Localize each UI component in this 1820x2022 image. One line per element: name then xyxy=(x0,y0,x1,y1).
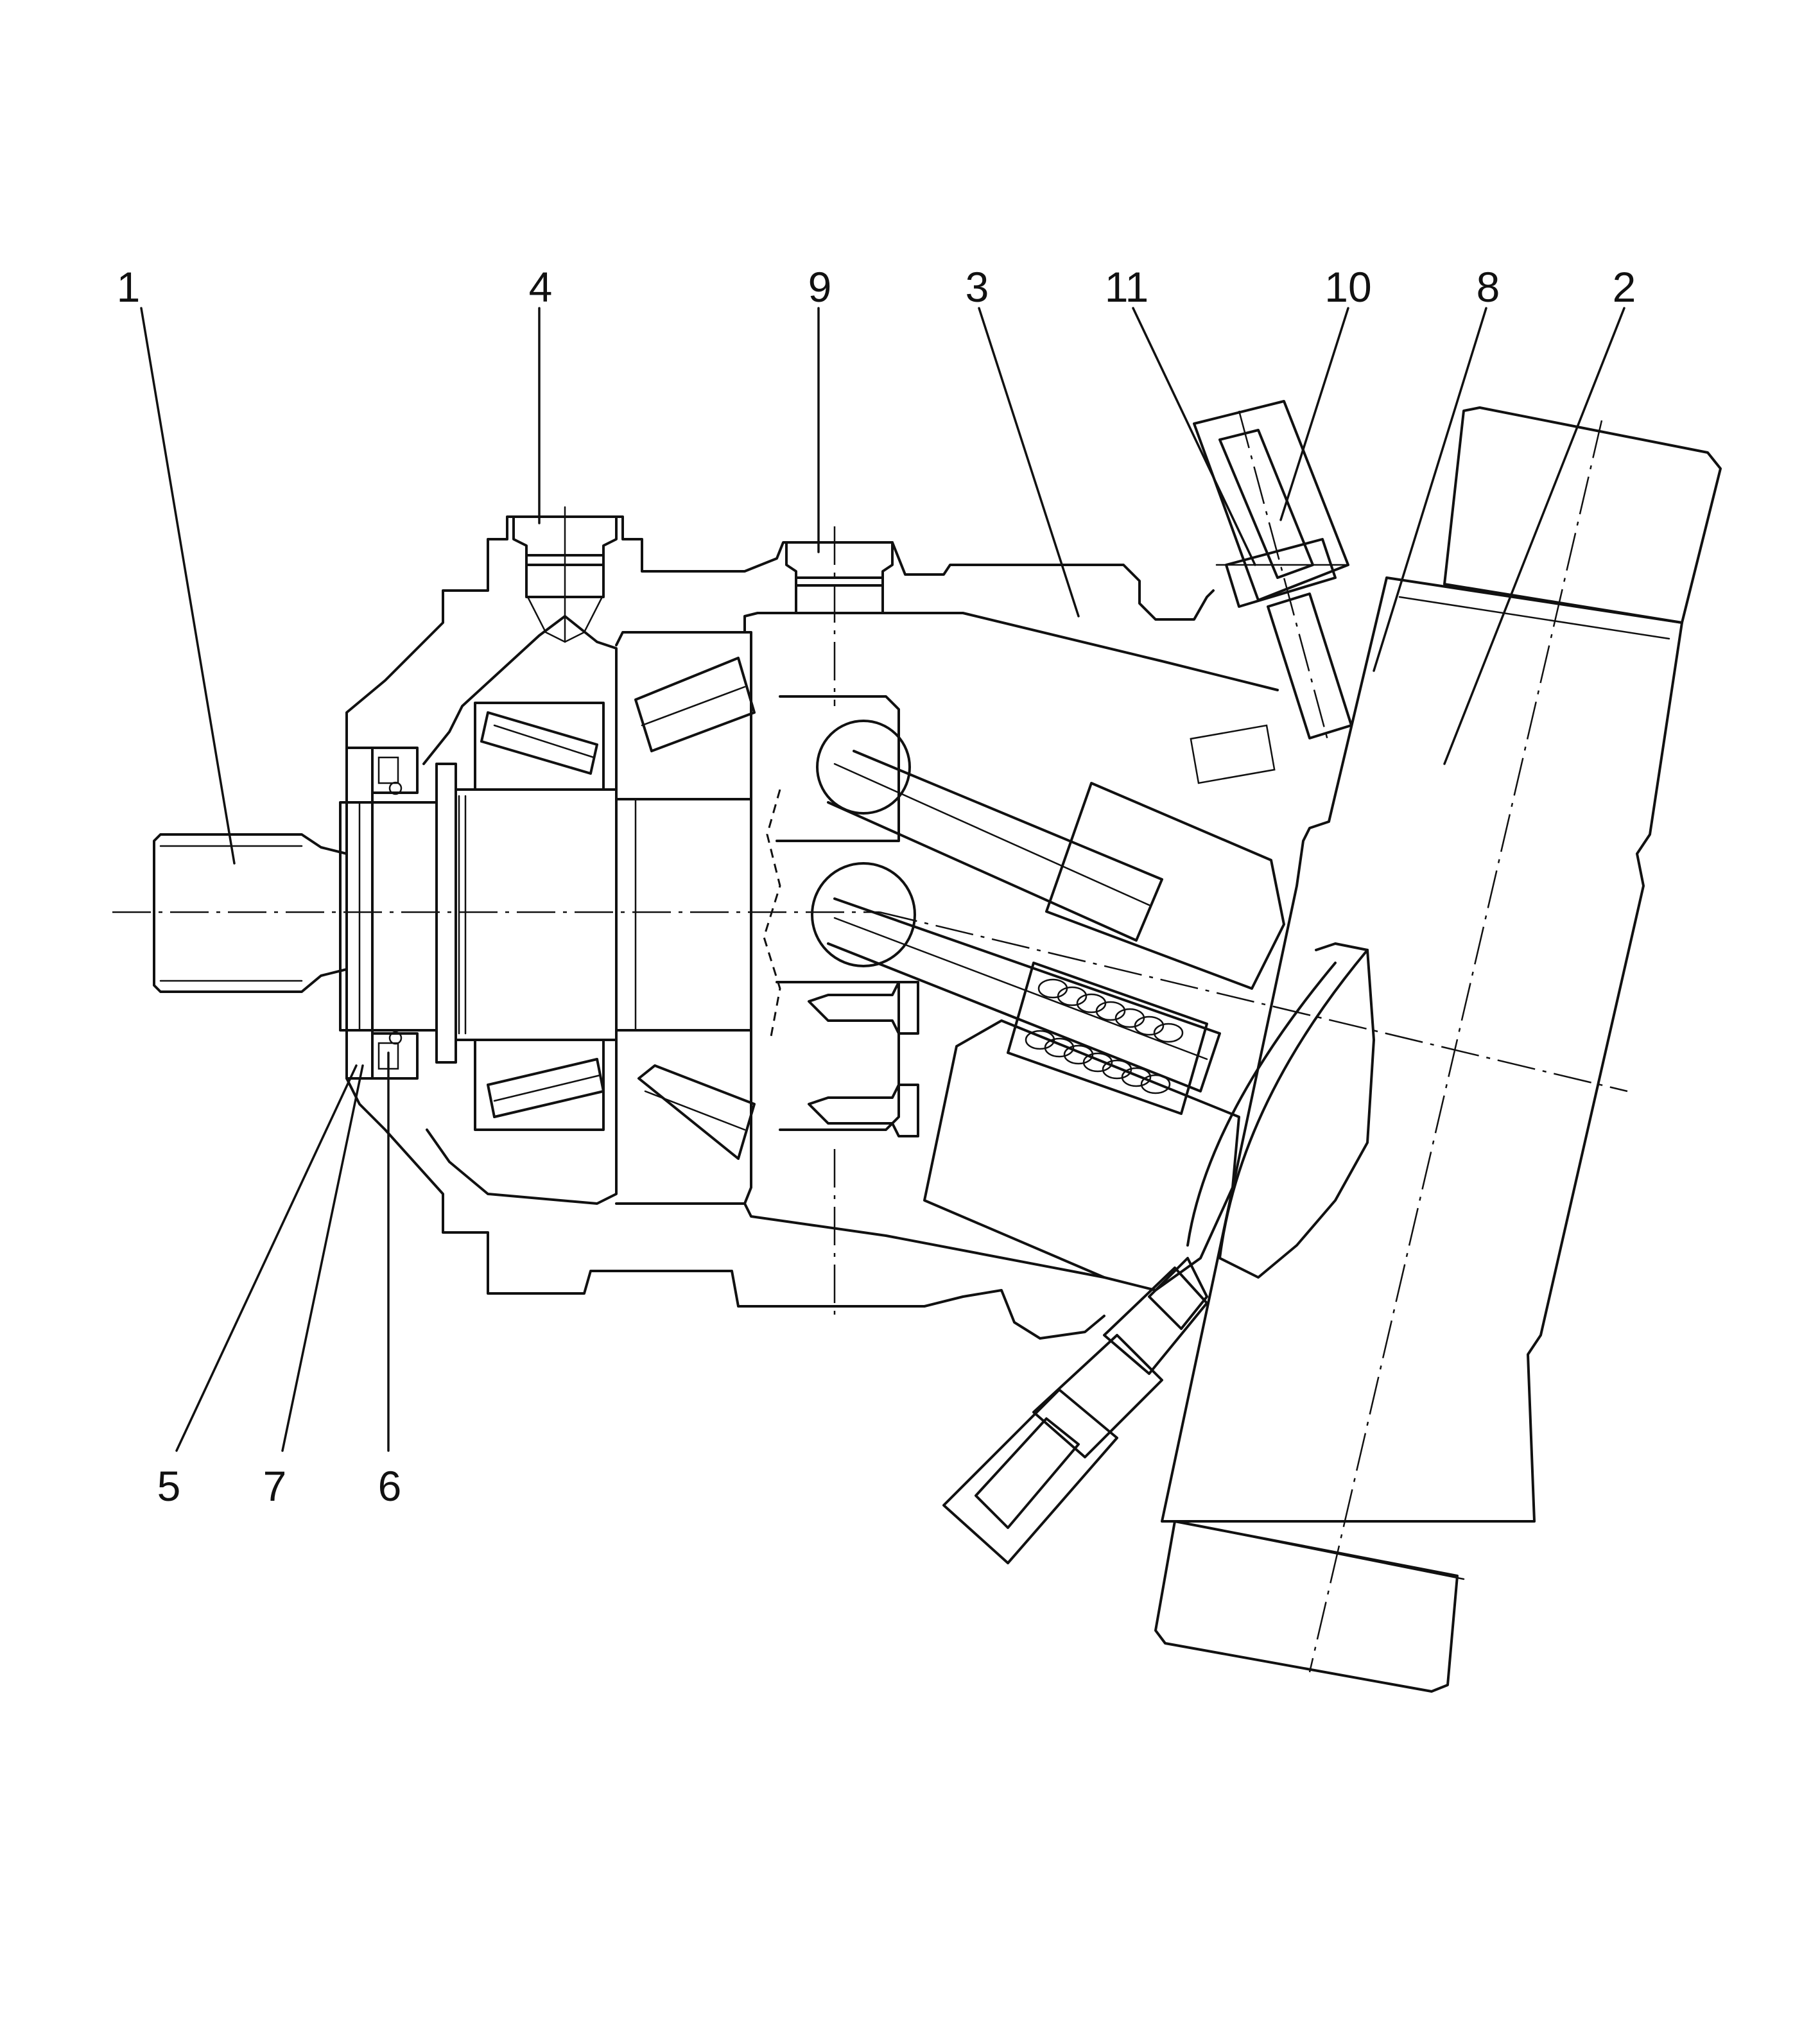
leader-8 xyxy=(1373,307,1487,672)
cylinder-block xyxy=(923,724,1285,1292)
flange-bolts xyxy=(808,981,919,1137)
callout-2: 2 xyxy=(1613,263,1636,311)
center-spring xyxy=(1007,962,1208,1115)
drive-shaft xyxy=(435,763,752,1064)
callout-9: 9 xyxy=(808,263,832,311)
leader-1 xyxy=(140,307,236,865)
callout-7: 7 xyxy=(263,1462,287,1510)
mounting-screw-upper xyxy=(1193,400,1353,739)
callout-1: 1 xyxy=(117,263,141,311)
callout-8: 8 xyxy=(1477,263,1500,311)
leader-10 xyxy=(1279,307,1349,521)
leader-3 xyxy=(978,307,1080,618)
piston-lower xyxy=(811,862,1221,1093)
leader-lines xyxy=(140,307,1625,1452)
callout-5: 5 xyxy=(157,1462,181,1510)
output-shaft xyxy=(153,833,348,993)
housing-outline xyxy=(345,515,1279,1340)
leader-7 xyxy=(281,1064,364,1452)
centerlines xyxy=(112,410,1628,1673)
drive-flange xyxy=(763,695,900,1131)
plug-9 xyxy=(785,541,894,614)
callout-3: 3 xyxy=(966,263,989,311)
mounting-screw-lower xyxy=(942,1257,1208,1564)
bearing-upper xyxy=(474,657,756,791)
leader-5 xyxy=(175,1064,358,1452)
callout-11: 11 xyxy=(1105,263,1149,311)
shaft-seal-assembly xyxy=(339,747,438,1080)
piston-upper xyxy=(816,720,1163,942)
port-plate xyxy=(1186,942,1375,1279)
leader-2 xyxy=(1443,307,1625,765)
callout-labels: 1 4 9 3 11 10 8 2 5 7 6 xyxy=(117,263,1636,1510)
callout-6: 6 xyxy=(378,1462,402,1510)
bearing-lower xyxy=(474,1039,756,1160)
port-block xyxy=(1154,406,1722,1693)
leader-11 xyxy=(1132,307,1256,566)
plug-4 xyxy=(512,506,618,643)
callout-10: 10 xyxy=(1324,263,1371,311)
callout-4: 4 xyxy=(529,263,553,311)
